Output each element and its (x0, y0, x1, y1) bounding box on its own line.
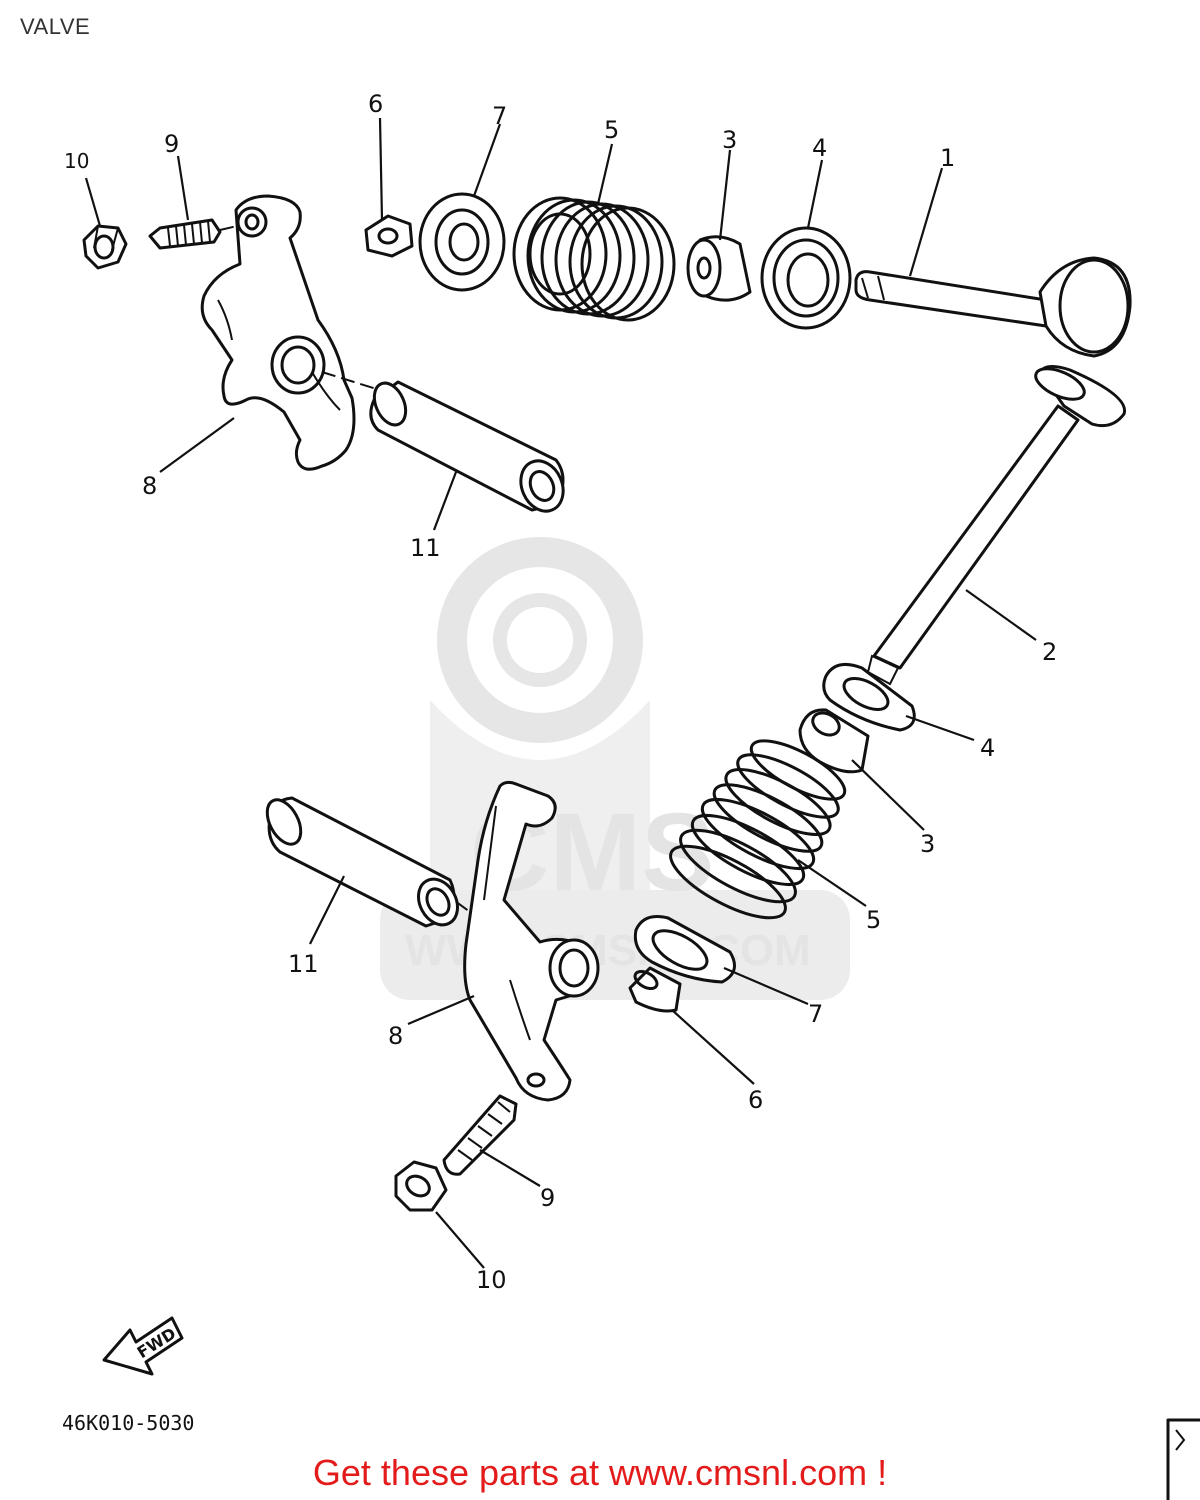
callout-11-lower: 11 (288, 950, 319, 978)
rocker-arm-upper (200, 194, 387, 471)
valve-spring-lower (669, 739, 847, 920)
oil-seal-lower (798, 708, 870, 774)
callout-9-lower: 9 (540, 1184, 555, 1212)
callout-labels: 1 2 3 3 4 4 5 5 6 6 7 7 8 8 9 9 10 10 11… (64, 90, 1057, 1294)
valve-2 (866, 365, 1127, 686)
callout-5-upper: 5 (604, 116, 619, 144)
rocker-shaft-upper (369, 380, 565, 513)
rocker-arm-lower (439, 780, 600, 1102)
watermark: CMS WWW.CMSNL.COM (380, 537, 850, 1000)
page-title: VALVE (20, 14, 91, 39)
callout-4-lower: 4 (980, 734, 995, 762)
oil-seal-upper (686, 235, 752, 302)
spring-seat-upper (760, 226, 852, 330)
valve-cotter-lower (628, 966, 682, 1013)
nut-upper (82, 224, 128, 270)
spring-retainer-lower (633, 915, 736, 984)
spring-retainer-upper (418, 192, 506, 292)
nut-lower (394, 1160, 448, 1212)
corner-frame-mark (1166, 1418, 1200, 1500)
callout-4-upper: 4 (812, 134, 827, 162)
callout-10-lower: 10 (476, 1266, 507, 1294)
callout-8-upper: 8 (142, 472, 157, 500)
callout-8-lower: 8 (388, 1022, 403, 1050)
parts-link-banner[interactable]: Get these parts at www.cmsnl.com ! (312, 1452, 888, 1493)
valve-1 (854, 256, 1132, 358)
valve-spring-upper (512, 196, 676, 322)
callout-10-upper: 10 (64, 149, 89, 173)
callout-7-upper: 7 (492, 102, 507, 130)
adjuster-screw-upper (148, 218, 251, 250)
leader-lines (84, 117, 1037, 1269)
callout-3-upper: 3 (722, 126, 737, 154)
callout-6-upper: 6 (368, 90, 383, 118)
part-code: 46K010-5030 (62, 1411, 194, 1435)
callout-7-lower: 7 (808, 1000, 823, 1028)
callout-9-upper: 9 (164, 130, 179, 158)
callout-2: 2 (1042, 638, 1057, 666)
callout-5-lower: 5 (866, 906, 881, 934)
spring-seat-lower (822, 662, 916, 732)
valve-cotter-upper (364, 214, 414, 258)
callout-11-upper: 11 (410, 534, 441, 562)
callout-1: 1 (940, 144, 955, 172)
adjuster-screw-lower (442, 1094, 518, 1176)
rocker-shaft-lower (265, 796, 459, 928)
callout-3-lower: 3 (920, 830, 935, 858)
forward-arrow-icon: FWD (102, 1316, 184, 1376)
callout-6-lower: 6 (748, 1086, 763, 1114)
